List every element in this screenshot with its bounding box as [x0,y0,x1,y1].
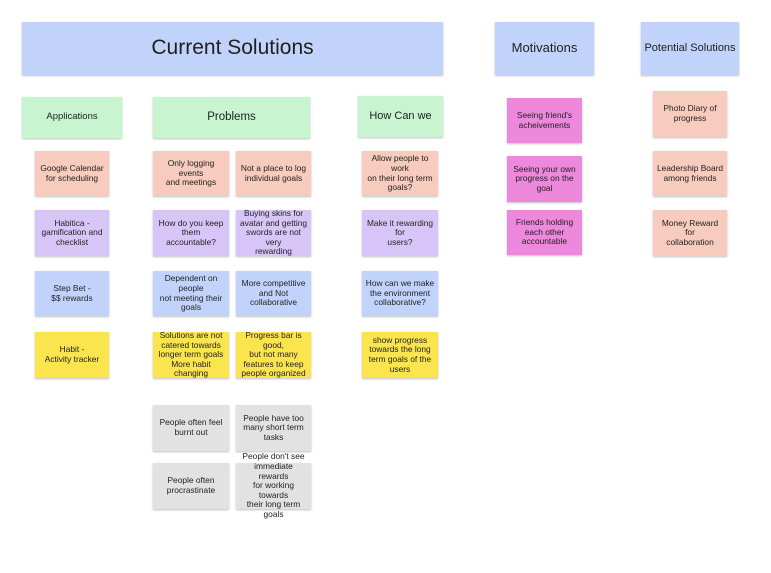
header-problems[interactable]: Problems [153,97,310,138]
sticky-note-potential-solution[interactable]: Photo Diary of progress [653,91,727,137]
sticky-note-step-bet[interactable]: Step Bet - $$ rewards [35,271,109,316]
sticky-note-how-can-we[interactable]: How can we make the environment collabor… [362,271,438,316]
header-how-can-we[interactable]: How Can we [358,96,443,137]
sticky-note-problem[interactable]: Dependent on people not meeting their go… [153,271,229,316]
sticky-note-potential-solution[interactable]: Leadership Board among friends [653,151,727,196]
sticky-note-habit[interactable]: Habit - Activity tracker [35,332,109,378]
sticky-note-google-calendar[interactable]: Google Calendar for scheduling [35,151,109,196]
sticky-note-problem[interactable]: People have too many short term tasks [236,405,311,451]
sticky-note-problem[interactable]: Progress bar is good, but not many featu… [236,330,311,378]
sticky-note-problem[interactable]: Solutions are not catered towards longer… [153,330,229,378]
sticky-note-habitica[interactable]: Habitica - gamification and checklist [35,210,109,256]
sticky-note-problem[interactable]: Buying skins for avatar and getting swor… [236,208,311,256]
sticky-note-problem[interactable]: People often feel burnt out [153,405,229,451]
sticky-note-problem[interactable]: People don't see immediate rewards for w… [236,451,311,519]
sticky-note-problem[interactable]: More competitive and Not collaborative [236,271,311,316]
sticky-note-problem[interactable]: People often procrastinate [153,463,229,509]
header-motivations[interactable]: Motivations [495,22,594,75]
sticky-note-how-can-we[interactable]: Allow people to work on their long term … [362,151,438,196]
header-potential-solutions[interactable]: Potential Solutions [641,22,739,75]
sticky-note-how-can-we[interactable]: Make it rewarding for users? [362,210,438,256]
header-current-solutions[interactable]: Current Solutions [22,22,443,75]
sticky-note-motivation[interactable]: Seeing friend's acheivements [507,98,582,143]
sticky-note-motivation[interactable]: Seeing your own progress on the goal [507,156,582,202]
sticky-note-potential-solution[interactable]: Money Reward for collaboration [653,210,727,256]
sticky-note-problem[interactable]: How do you keep them accountable? [153,210,229,256]
header-applications[interactable]: Applications [22,97,122,138]
sticky-note-motivation[interactable]: Friends holding each other accountable [507,210,582,255]
sticky-note-problem[interactable]: Not a place to log individual goals [236,151,311,196]
sticky-note-how-can-we[interactable]: show progress towards the long term goal… [362,332,438,378]
sticky-note-problem[interactable]: Only logging events and meetings [153,151,229,196]
